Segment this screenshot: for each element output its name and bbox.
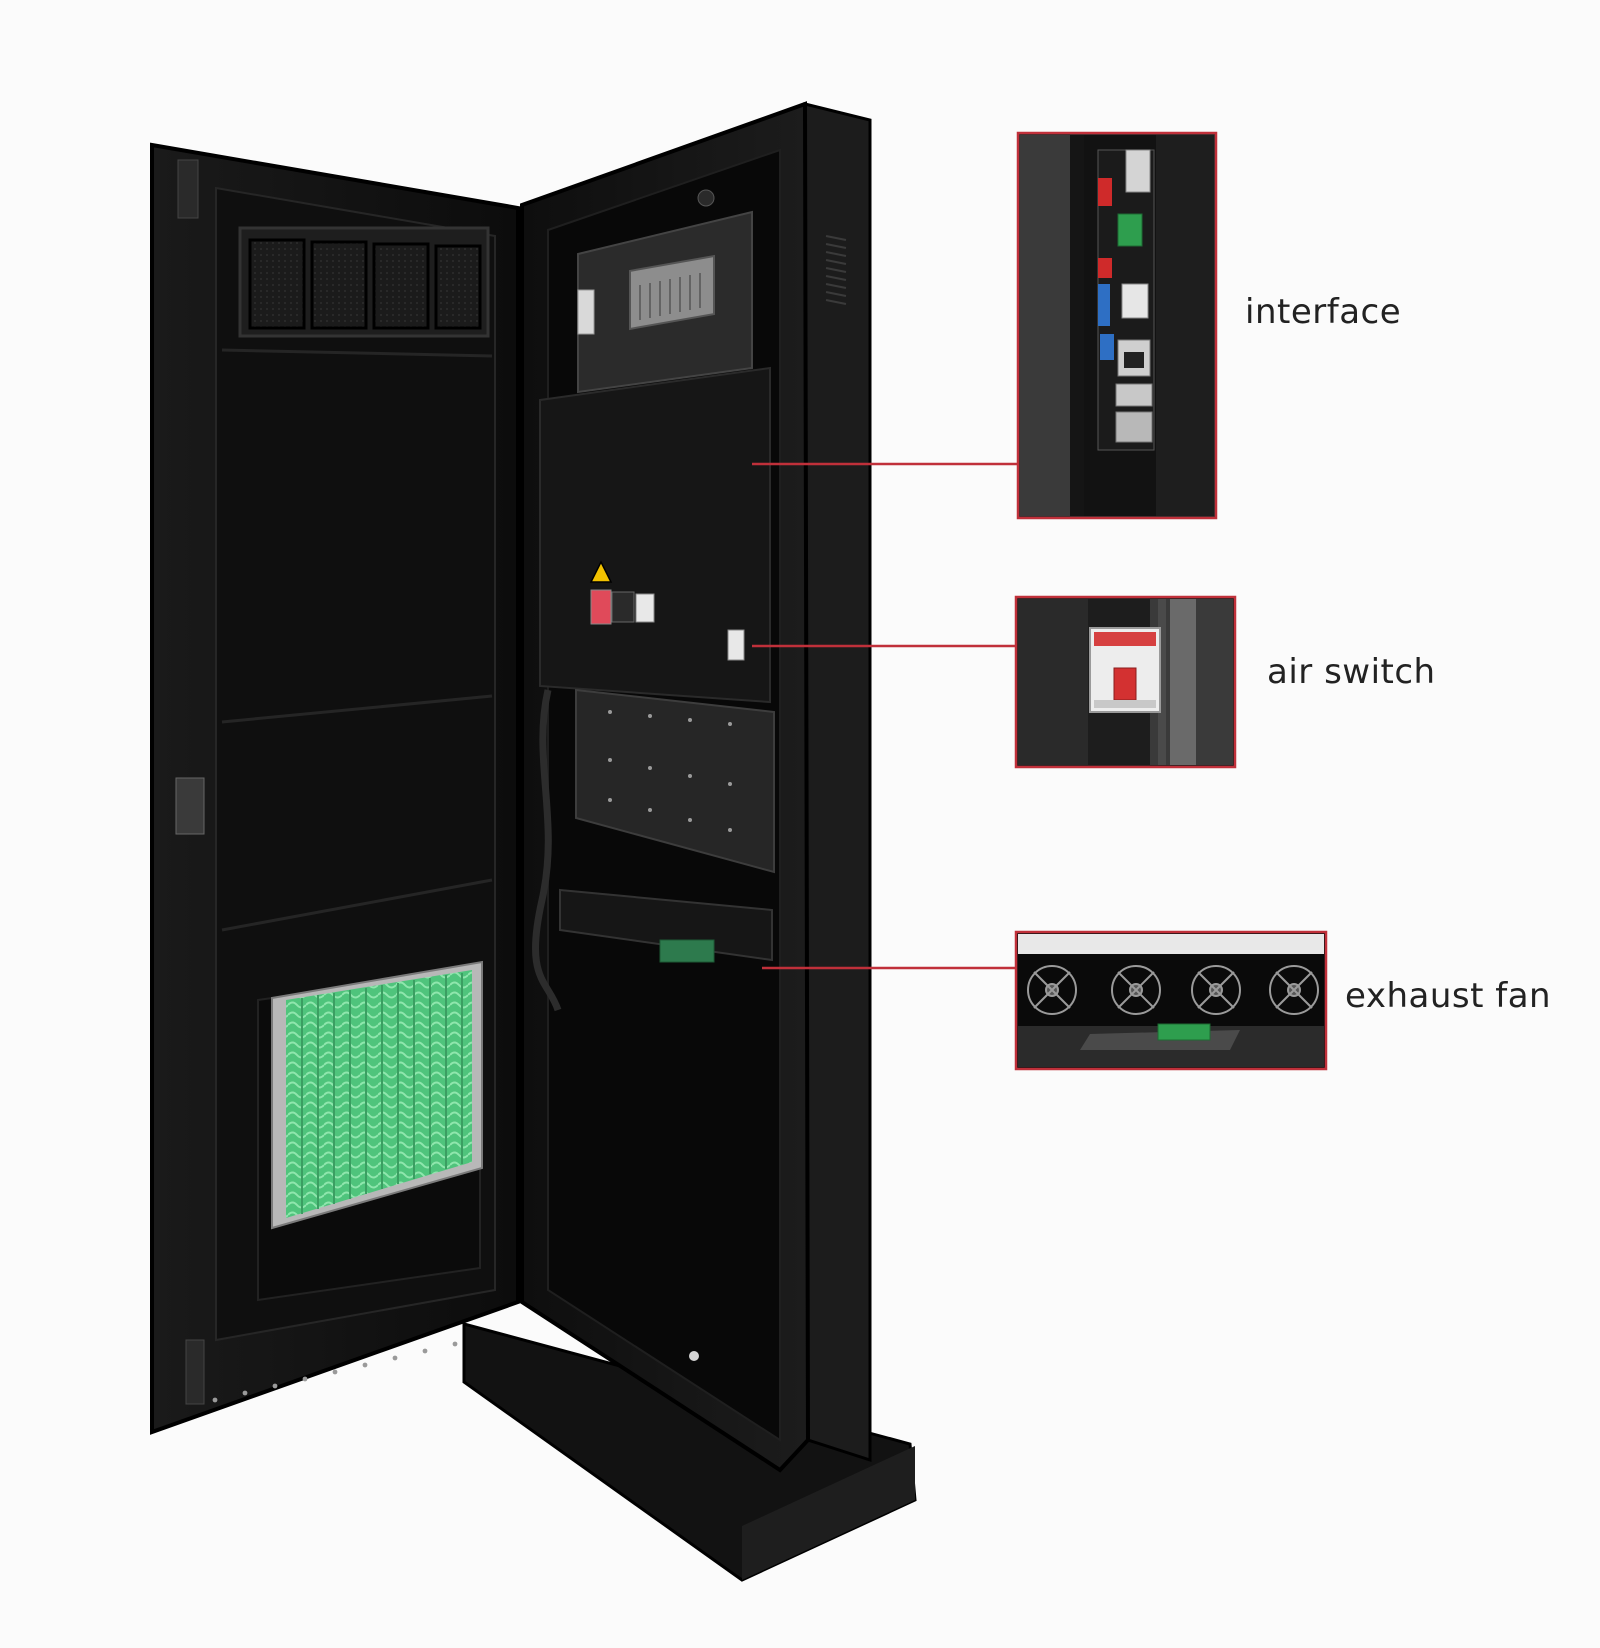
fan-icon — [1027, 965, 1319, 1015]
cabinet-body — [462, 101, 917, 1582]
terminal-plate — [577, 189, 753, 394]
mounting-plate — [575, 688, 775, 874]
detail-exhaust-fan — [1014, 930, 1328, 1071]
warning-triangle-icon — [589, 560, 613, 583]
fan-housing — [559, 888, 773, 963]
power-box — [539, 366, 771, 704]
door-vent-grille — [238, 226, 490, 338]
air-filter — [257, 960, 483, 1302]
callout-label-interface: interface — [1245, 292, 1402, 332]
callout-label-air-switch: air switch — [1267, 652, 1436, 692]
cabinet-door — [150, 142, 520, 1435]
detail-air-switch — [1014, 595, 1237, 769]
leader-lines — [752, 462, 1018, 970]
detail-interface — [1016, 131, 1218, 520]
callout-label-exhaust-fan: exhaust fan — [1345, 976, 1552, 1016]
air-switch-breaker — [1089, 627, 1161, 713]
interface-board — [1097, 149, 1155, 451]
